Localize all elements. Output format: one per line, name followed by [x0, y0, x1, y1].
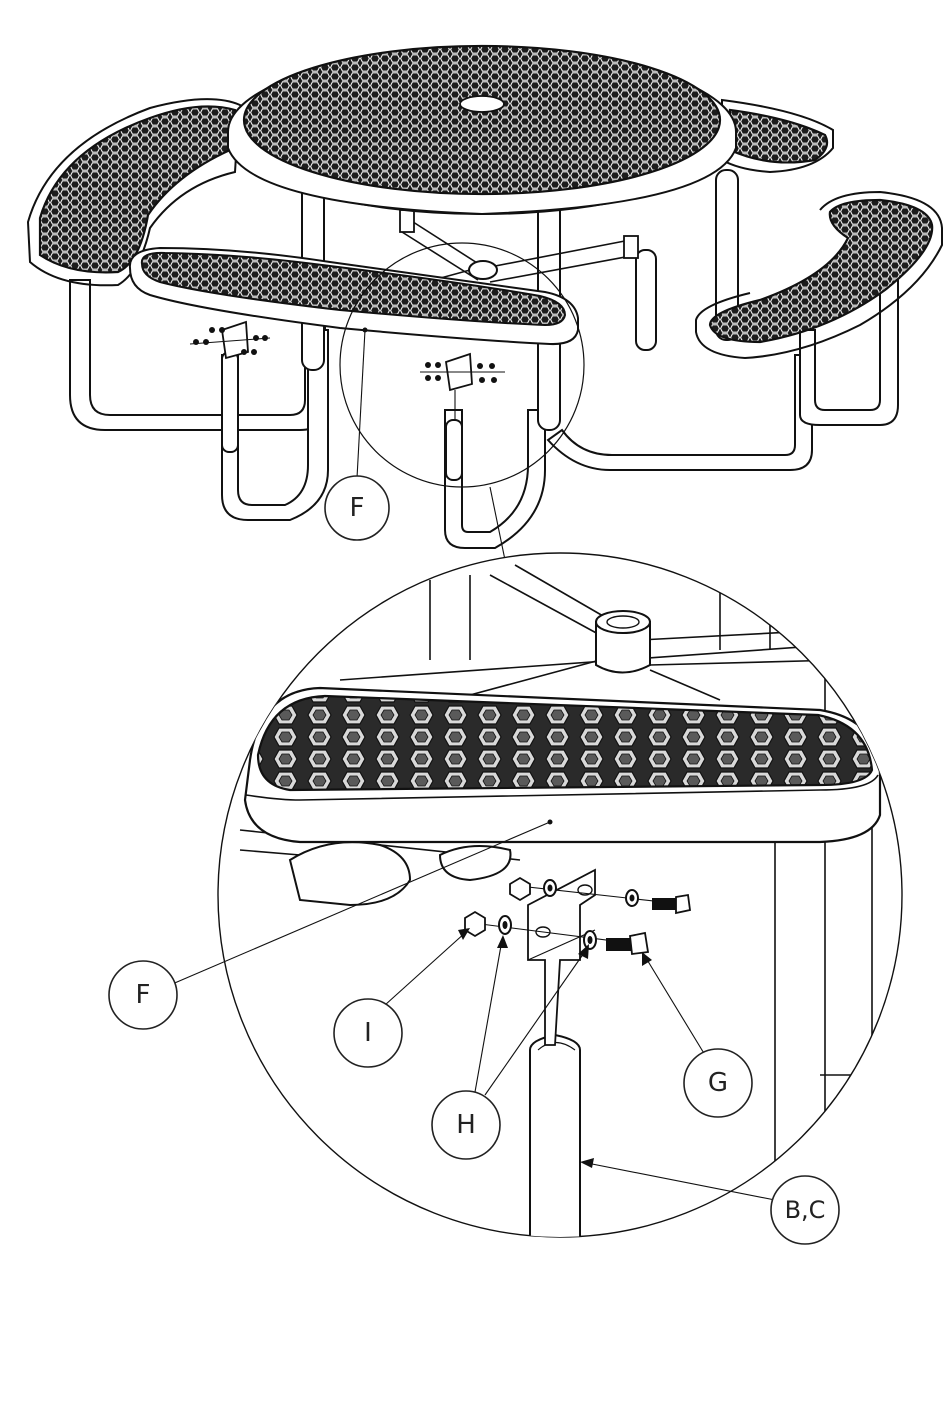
detail-view	[218, 553, 902, 1240]
callout-h-label: H	[456, 1110, 476, 1140]
callout-f-top: F	[325, 330, 389, 540]
bench-back-left	[40, 106, 241, 272]
callout-i-label: I	[364, 1018, 372, 1048]
callout-g-label: G	[708, 1068, 728, 1098]
callout-f-top-label: F	[350, 493, 365, 523]
table-frame	[70, 170, 898, 548]
callout-bc-label: B,C	[785, 1196, 826, 1224]
bracket-hardware-left	[190, 322, 270, 452]
table-top	[228, 46, 736, 214]
leg-tube-bc	[530, 1035, 580, 1240]
nut-i	[465, 912, 485, 936]
callout-f-detail-label: F	[136, 980, 151, 1010]
bench-detail	[245, 688, 880, 842]
table-overview	[28, 46, 942, 560]
center-hub	[596, 611, 650, 673]
bench-back-right	[730, 110, 827, 162]
